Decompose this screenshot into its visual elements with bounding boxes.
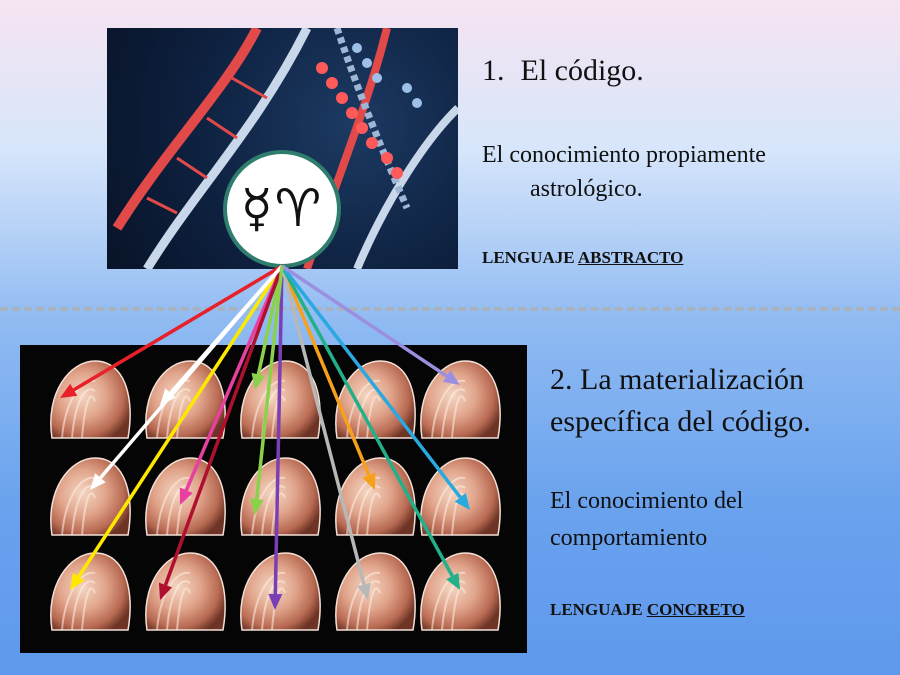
section1-heading: 1. El código. [482,54,644,88]
shells-image [20,345,527,653]
shells-illustration [50,360,501,631]
section1-lang-prefix: LENGUAJE [482,248,578,267]
shell-stripe [441,580,466,631]
shell-stripe [366,587,381,631]
section2-title-line1: 2. La materialización [550,363,805,396]
section1-language: LENGUAJE ABSTRACTO [482,248,683,268]
section1-number: 1. [482,54,505,87]
dashed-divider [0,307,900,311]
section2-desc-line1: El conocimiento del [550,488,744,514]
shell-stripe [71,580,96,631]
shell-stripe [176,587,191,631]
shell-stripe [451,587,466,631]
mercury-aries-symbol-icon: ☿♈ [223,150,341,268]
section2-lang-prefix: LENGUAJE [550,600,647,619]
section2-title-line2: específica del código. [550,405,811,438]
shell-stripe [81,587,96,631]
astrology-symbols: ☿♈ [240,179,324,239]
section2-desc-line2: comportamiento [550,525,708,551]
shell-stripe [431,571,466,631]
section1-title: El código. [520,54,644,87]
section1-desc-line2: astrológico. [530,176,643,202]
section1-desc-line1: El conocimiento propiamente [482,142,766,168]
section1-lang-word: ABSTRACTO [577,248,684,267]
section2-lang-word: CONCRETO [646,600,745,619]
section2-language: LENGUAJE CONCRETO [550,600,745,620]
